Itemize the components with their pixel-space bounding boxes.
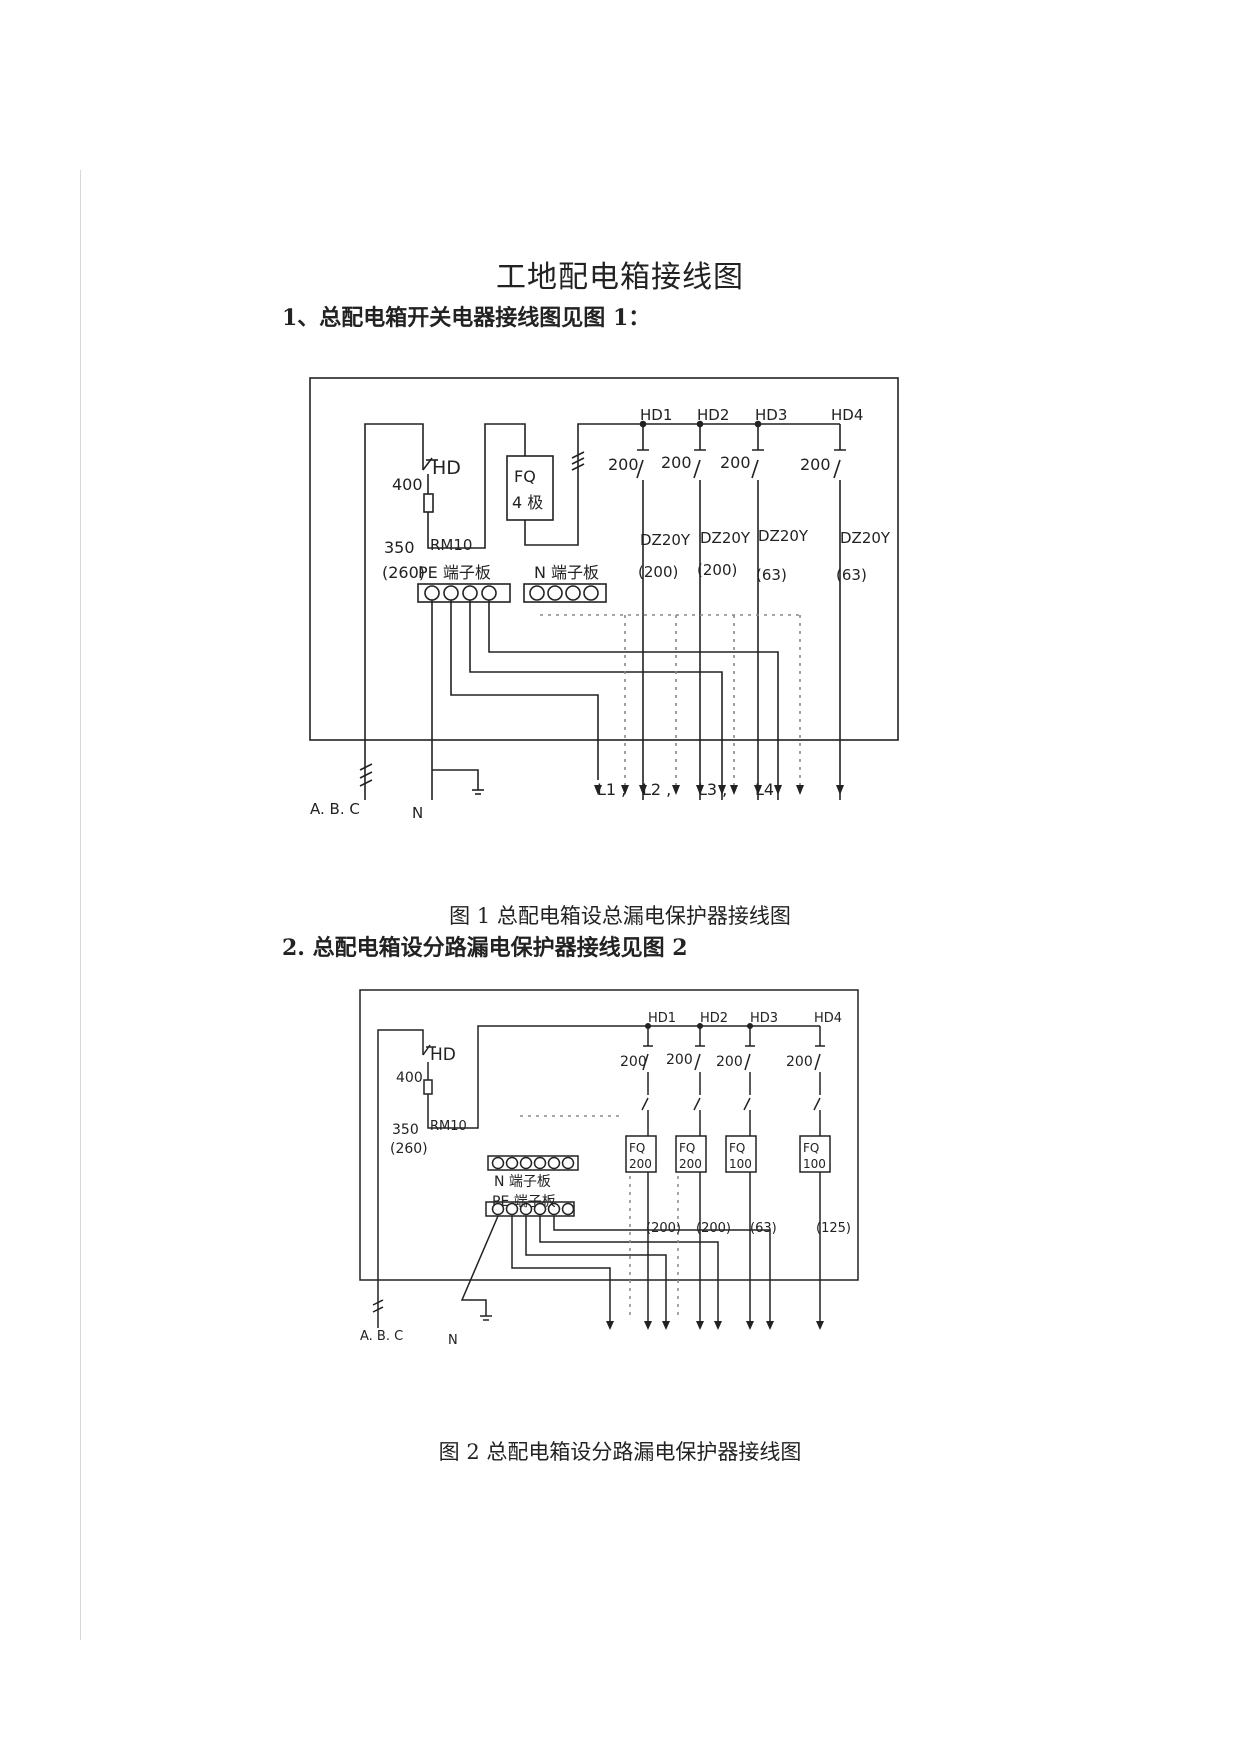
fig2-rating-350: 350 — [392, 1122, 419, 1138]
fig1-breaker-2: DZ20Y — [700, 529, 751, 547]
fig1-breaker-4: DZ20Y — [840, 529, 891, 547]
section-1-heading: 1、总配电箱开关电器接线图见图 1： — [282, 305, 651, 331]
fig1-branch-rating-3: 200 — [720, 453, 751, 472]
fig2-fq-4-top: FQ — [803, 1141, 819, 1155]
fig1-n-board — [523, 583, 607, 603]
fig2-fq-rating-2: (200) — [696, 1221, 731, 1236]
fig2-n-board — [487, 1155, 579, 1171]
fig1-branch-rating-4: 200 — [800, 455, 831, 474]
fig2-rating-260: (260) — [390, 1141, 428, 1157]
fig1-breaker-3: DZ20Y — [758, 527, 809, 545]
fig1-hd3: HD3 — [755, 406, 787, 424]
fig1-hd4: HD4 — [831, 406, 863, 424]
fig2-fq-3-bottom: 100 — [729, 1157, 752, 1171]
fig2-hd-label: HD — [430, 1045, 456, 1065]
fig2-branch-rating-2: 200 — [666, 1052, 693, 1068]
fig1-breaker-rating-1: (200) — [638, 563, 678, 581]
fig1-n-board-label: N 端子板 — [534, 563, 599, 582]
fig1-fq-box — [506, 455, 554, 521]
fig2-branch-rating-4: 200 — [786, 1054, 813, 1070]
fig2-fq-3-top: FQ — [729, 1141, 745, 1155]
fig2-pe-board-label: PE 端子板 — [492, 1194, 556, 1210]
fig1-output-l3: L3 , — [698, 780, 727, 799]
fig1-fq-line1: FQ — [514, 467, 536, 486]
fig1-box — [309, 377, 899, 741]
fig1-pe-board — [417, 583, 511, 603]
fig2-hd4: HD4 — [814, 1011, 842, 1026]
fig1-branch-rating-1: 200 — [608, 455, 639, 474]
fig2-fq-rating-3: (63) — [750, 1221, 777, 1236]
fig2-fq-1-top: FQ — [629, 1141, 645, 1155]
fig1-pe-board-label: PE 端子板 — [418, 563, 491, 582]
fig2-n-board-label: N 端子板 — [494, 1174, 551, 1190]
fig1-fq-line2: 4 极 — [512, 493, 543, 512]
fig2-fq-2-bottom: 200 — [679, 1157, 702, 1171]
fig2-abc-label: A. B. C — [360, 1329, 403, 1344]
fig1-breaker-rating-4: (63) — [836, 566, 867, 584]
fig1-rating-260: (260) — [382, 563, 425, 582]
fig1-breaker-1: DZ20Y — [640, 531, 691, 549]
fig2-fq-1-bottom: 200 — [629, 1157, 652, 1171]
fig2-n-label: N — [448, 1333, 458, 1348]
fig1-n-label: N — [412, 804, 423, 822]
fig1-output-l1: L1 , — [597, 780, 626, 799]
fig2-fq-4-bottom: 100 — [803, 1157, 826, 1171]
fig2-fq-rating-1: (200) — [646, 1221, 681, 1236]
fig2-hd-rating: 400 — [396, 1070, 423, 1086]
fig1-hd1: HD1 — [640, 406, 672, 424]
fig2-fq-3 — [725, 1135, 757, 1173]
fig1-breaker-rating-2: (200) — [697, 561, 737, 579]
document-title: 工地配电箱接线图 — [496, 260, 744, 295]
fig1-fuse-label: RM10 — [430, 536, 472, 554]
fig2-fq-1 — [625, 1135, 657, 1173]
fig1-hd2: HD2 — [697, 406, 729, 424]
fig2-fq-rating-4: (125) — [816, 1221, 851, 1236]
fig2-fuse-label: RM10 — [430, 1119, 467, 1134]
fig2-branch-rating-1: 200 — [620, 1054, 647, 1070]
fig2-box — [359, 989, 859, 1281]
scan-edge-line — [80, 170, 81, 1640]
fig2-hd1: HD1 — [648, 1011, 676, 1026]
fig1-hd-label: HD — [432, 457, 461, 479]
figure-2-caption: 图 2 总配电箱设分路漏电保护器接线图 — [438, 1440, 802, 1464]
figure-1-caption: 图 1 总配电箱设总漏电保护器接线图 — [449, 904, 791, 928]
fig2-hd2: HD2 — [700, 1011, 728, 1026]
fig1-branch-rating-2: 200 — [661, 453, 692, 472]
fig1-hd-rating: 400 — [392, 475, 423, 494]
section-2-heading: 2. 总配电箱设分路漏电保护器接线见图 2 — [282, 935, 688, 961]
fig2-hd3: HD3 — [750, 1011, 778, 1026]
fig1-abc-label: A. B. C — [310, 800, 360, 818]
fig2-branches — [641, 1022, 825, 1136]
fig2-fq-2 — [675, 1135, 707, 1173]
fig1-breaker-rating-3: (63) — [756, 566, 787, 584]
fig1-output-l4: L4 — [755, 780, 774, 799]
fig1-rating-350: 350 — [384, 538, 415, 557]
fig2-branch-rating-3: 200 — [716, 1054, 743, 1070]
fig2-fq-4 — [799, 1135, 831, 1173]
fig1-branches — [636, 420, 846, 800]
fig1-output-l2: L2 , — [642, 780, 671, 799]
fig2-fq-2-top: FQ — [679, 1141, 695, 1155]
